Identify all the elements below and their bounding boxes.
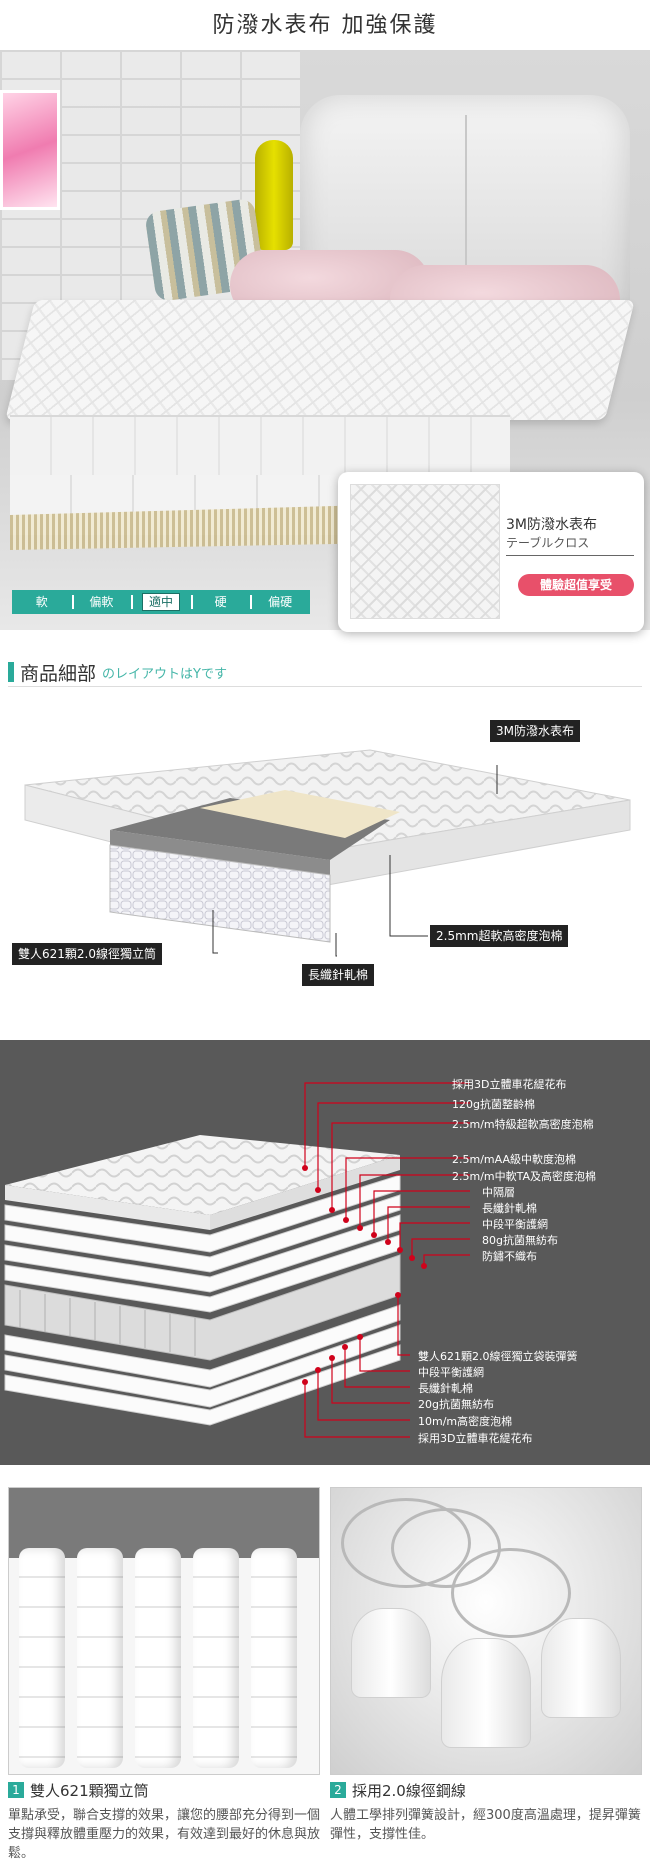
layer-label-bottom-4: 10m/m高密度泡棉 [418,1415,513,1428]
firmness-extra-firm: 偏硬 [250,590,310,614]
layer-label-top-8: 80g抗菌無紡布 [482,1234,558,1247]
feature-2-title: 採用2.0線徑鋼線 [352,1781,466,1800]
heading-subtitle: のレイアウトはYです [102,666,227,682]
firmness-firm: 硬 [190,590,251,614]
label-waterproof-fabric: 3M防潑水表布 [490,720,580,742]
firmness-soft: 軟 [35,595,48,609]
heading-title: 商品細部 [20,662,97,685]
coil-column [19,1548,65,1768]
layer-breakdown-panel: 採用3D立體車花緹花布 120g抗菌整齡棉 2.5m/m特級超軟高密度泡棉 2.… [0,1040,650,1465]
layer-label-bottom-3: 20g抗菌無紡布 [418,1398,494,1411]
spring-sleeve [541,1618,621,1718]
spring-sleeve [441,1638,531,1748]
hero-title: 防潑水表布 加強保護 [212,13,438,38]
layer-label-top-7: 中段平衡護網 [482,1218,548,1231]
layer-stack-diagram [4,1082,470,1438]
coil-column [77,1548,123,1768]
inset-title: 3M防潑水表布 [506,517,597,533]
layer-label-top-5: 中隔層 [482,1186,515,1199]
wall-picture [0,90,60,210]
feature-2-number: 2 [330,1782,346,1798]
coil-column [193,1548,239,1768]
layer-label-top-4: 2.5m/m中軟TA及高密度泡棉 [452,1170,597,1183]
layer-label-top-6: 長纖針軋棉 [482,1202,537,1215]
firmness-medium: 適中 [131,590,191,614]
layer-label-top-9: 防鏽不織布 [482,1250,537,1263]
layer-label-bottom-2: 長纖針軋棉 [418,1382,473,1395]
layer-label-top-0: 採用3D立體車花緹花布 [452,1078,567,1091]
firmness-medium-soft: 偏軟 [71,590,132,614]
firmness-scale: 軟 偏軟 適中 硬 偏硬 [12,590,310,614]
layer-label-top-2: 2.5m/m特級超軟高密度泡棉 [452,1118,594,1131]
feature-2-text: 人體工學排列彈簧設計，經300度高溫處理，提昇彈簧彈性，支撐性佳。 [330,1808,641,1842]
fabric-inset-card: 3M防潑水表布 テーブルクロス 體驗超值享受 [338,472,644,632]
foam-layer [110,830,330,875]
feature-2-heading: 2 採用2.0線徑鋼線 [330,1780,466,1800]
section-heading: 商品細部 のレイアウトはYです [8,660,227,685]
coil-column [135,1548,181,1768]
feature-1-title: 雙人621顆獨立筒 [30,1781,149,1800]
feature-1-number: 1 [8,1782,24,1798]
inset-subtitle: テーブルクロス [506,534,634,556]
layer-label-top-3: 2.5m/mAA級中軟度泡棉 [452,1153,576,1166]
layer-label-top-1: 120g抗菌整齡棉 [452,1098,535,1111]
label-soft-foam: 2.5mm超軟高密度泡棉 [430,925,569,947]
yellow-vase [255,140,293,250]
heading-accent-bar [8,662,14,682]
spring-sleeve [351,1608,431,1698]
top-quilt-layer [5,1135,400,1215]
layer-label-bottom-5: 採用3D立體車花緹花布 [418,1432,533,1445]
layer-label-bottom-1: 中段平衡護網 [418,1366,484,1379]
steel-spring-photo [330,1487,642,1775]
feature-1-heading: 1 雙人621顆獨立筒 [8,1780,149,1800]
label-needle-felt: 長纖針軋棉 [302,964,375,986]
feature-1-text: 單點承受，聯合支撐的效果，讓您的腰部充分得到一個支撐與釋放體重壓力的效果，有效達… [8,1808,321,1861]
heading-divider [8,686,642,687]
value-badge: 體驗超值享受 [518,574,634,596]
mattress-side [10,415,510,475]
label-pocket-coils: 雙人621顆2.0線徑獨立筒 [12,943,162,965]
spring-ring [451,1548,571,1638]
coil-column [251,1548,297,1768]
layer-label-bottom-0: 雙人621顆2.0線徑獨立袋裝彈簧 [418,1350,578,1363]
mattress-top [5,300,635,420]
mattress-cutaway-diagram [24,749,631,957]
fabric-swatch [350,484,500,619]
coil-layer [109,844,331,943]
pocket-coil-photo [8,1487,320,1775]
felt-layer [200,790,400,838]
